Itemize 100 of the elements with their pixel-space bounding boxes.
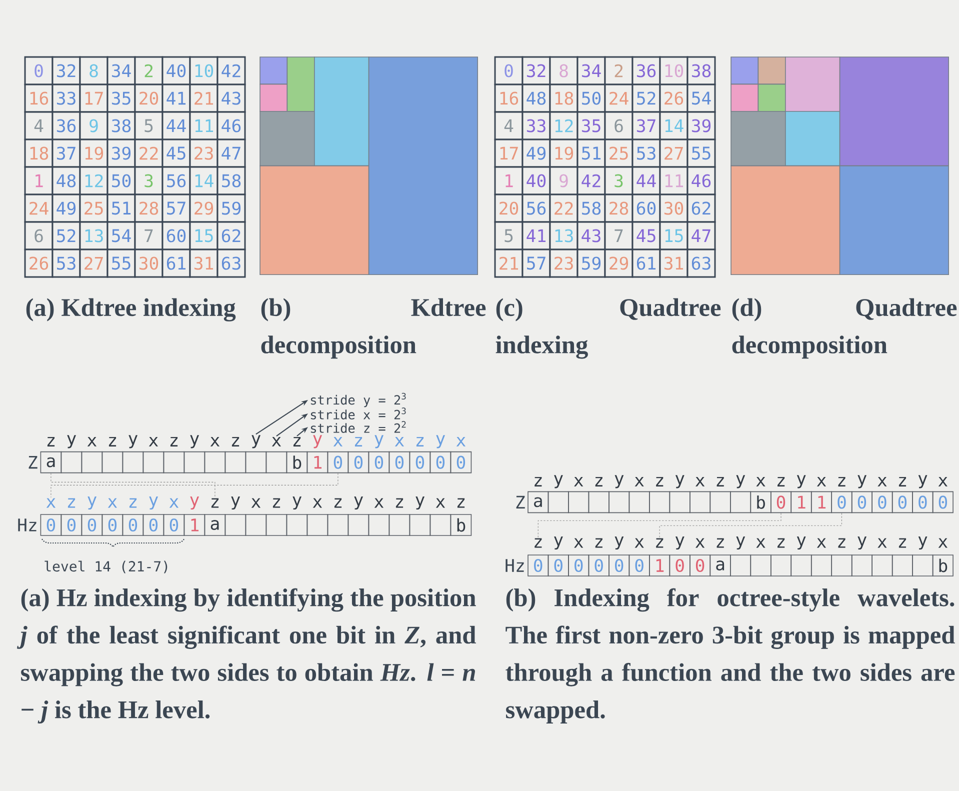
bit-letter: y [436, 435, 445, 448]
bit-letter: x [169, 498, 179, 508]
bit-letter: y [313, 435, 322, 448]
bit-letter: y [554, 475, 563, 488]
caption: (b) Kdtree decomposition [261, 298, 486, 359]
bit-letter: x [333, 436, 343, 446]
bit-letter: z [108, 436, 116, 446]
grid-cell: 12 [79, 166, 108, 196]
bit-letter: z [778, 476, 785, 486]
bit-letter: y [292, 496, 302, 510]
grid-cell: 53 [632, 138, 661, 168]
grid-cell: 24 [604, 84, 634, 113]
bit-letter: y [858, 475, 867, 488]
bit-letter: z [898, 476, 906, 486]
bit-cell: b [750, 491, 772, 514]
grid-cell: 49 [522, 138, 551, 168]
connector-line [50, 472, 216, 498]
grid-cell: 26 [659, 84, 688, 113]
bit-letter: y [354, 496, 363, 510]
grid-cell: 53 [52, 248, 81, 278]
grid-cell: 2 [134, 56, 164, 86]
grid-cell: 46 [216, 111, 246, 140]
grid-cell: 13 [79, 221, 108, 250]
grid-cell: 42 [216, 56, 246, 86]
bit-cell: 0 [872, 491, 893, 514]
bit-cell: a [710, 554, 731, 576]
grid-cell: 5 [134, 111, 164, 140]
row-name: Z [516, 496, 525, 509]
bit-letter: y [190, 435, 199, 448]
bit-letter: z [47, 436, 55, 446]
bit-letter: z [293, 436, 301, 446]
grid-cell: 12 [549, 111, 578, 140]
grid-cell: 36 [632, 56, 661, 86]
grid-cell: 51 [106, 194, 136, 223]
bit-letter: z [457, 498, 465, 508]
grid-cell: 1 [494, 166, 524, 196]
bit-letter: z [354, 436, 362, 446]
bit-cell: 0 [568, 554, 590, 576]
grid-cell: 57 [162, 194, 191, 223]
grid-cell: 17 [494, 138, 524, 168]
grid-cell: 25 [604, 138, 634, 168]
bit-letter: x [938, 538, 948, 548]
grid-cell: 42 [576, 166, 606, 196]
bit-cell: 0 [348, 451, 370, 474]
bit-cell: 0 [327, 451, 349, 474]
bit-cell: 0 [770, 491, 792, 514]
grid-cell: 3 [604, 166, 634, 196]
grid-cell: 38 [686, 56, 716, 86]
grid-cell: 18 [24, 138, 54, 168]
bit-letter: x [574, 476, 584, 486]
bit-cell: 0 [669, 554, 690, 576]
grid-cell: 36 [52, 111, 81, 140]
bit-letter: y [67, 435, 76, 448]
grid-cell: 26 [24, 248, 54, 278]
caption: (a) Hz indexing by identifying the position j of the least significant one bit in Z, and swapping the two sides to obtain Hz. l = n − j is the Hz level. [16, 588, 476, 724]
bit-letter: z [416, 436, 424, 446]
bit-cell: 0 [40, 514, 62, 536]
grid-cell: 30 [659, 194, 688, 223]
grid-cell: 30 [134, 248, 164, 278]
bit-letter: z [716, 476, 724, 486]
grid-cell: 44 [162, 111, 191, 140]
grid-cell: 16 [24, 84, 54, 113]
grid-cell: 17 [79, 84, 108, 113]
grid-cell: 0 [24, 56, 54, 86]
bit-letter: y [858, 536, 867, 550]
grid-cell: 8 [79, 56, 108, 86]
bit-letter: z [534, 476, 542, 486]
bit-cell: 0 [851, 491, 872, 514]
grid-cell: 15 [659, 221, 688, 250]
bit-letter: y [796, 475, 806, 488]
bit-letter: z [716, 538, 724, 548]
grid-cell: 43 [576, 221, 606, 250]
grid-cell: 39 [686, 111, 716, 140]
bit-cell: 0 [81, 514, 103, 536]
bit-cell: 1 [306, 451, 328, 474]
bit-cell: 0 [892, 491, 913, 514]
grid-cell: 8 [549, 56, 578, 86]
bit-letter: z [396, 498, 404, 508]
bit-letter: z [170, 436, 178, 446]
bit-letter: x [251, 498, 261, 508]
bit-cell: 1 [649, 554, 670, 576]
caption: (b) Indexing for octree-style wavelets. The first non-zero 3-bit group is mapped through a function and the two sides are swapped. [506, 588, 955, 724]
bit-cell: b [932, 554, 954, 576]
grid-cell: 62 [216, 221, 246, 250]
bit-letter: y [231, 496, 240, 510]
grid-cell: 20 [494, 194, 524, 223]
grid-cell: 45 [162, 138, 191, 168]
grid-cell: 33 [52, 84, 81, 113]
grid-cell: 7 [134, 221, 164, 250]
bit-cell: b [286, 451, 308, 474]
bit-letter: z [656, 476, 664, 486]
bit-letter: x [756, 538, 766, 548]
grid-cell: 6 [24, 221, 54, 250]
bit-letter: y [374, 435, 384, 448]
grid-cell: 62 [686, 194, 716, 223]
bit-cell: 0 [690, 554, 711, 576]
level-label: level 14 (21-7) [44, 560, 168, 574]
grid-cell: 57 [522, 248, 551, 278]
bit-letter: z [68, 498, 76, 508]
grid-cell: 41 [522, 221, 551, 250]
